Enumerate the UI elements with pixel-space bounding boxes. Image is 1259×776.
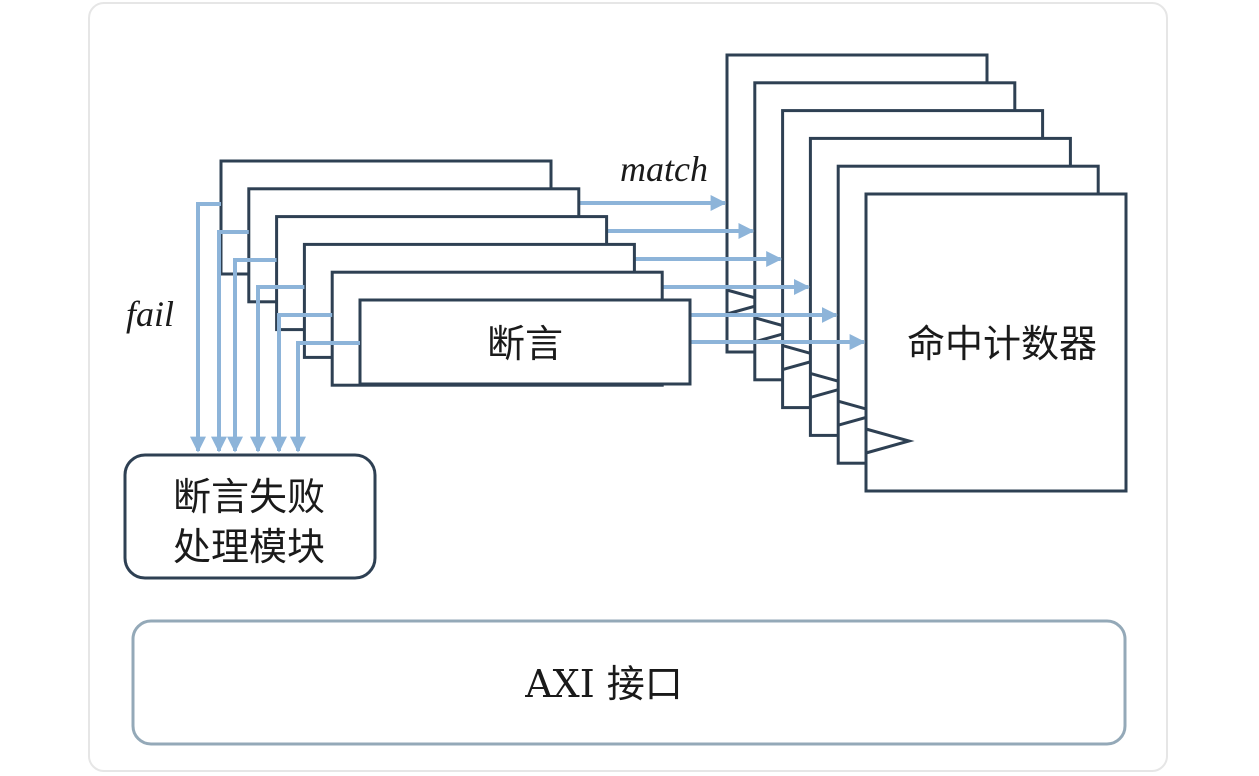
fail-arrow: [271, 313, 333, 453]
fail-arrow: [211, 230, 249, 453]
fail-arrow: [290, 341, 360, 453]
assertion-box: [358, 298, 692, 386]
fail-label: fail: [126, 294, 174, 334]
fail-handler-box: [123, 453, 377, 580]
match-label: match: [620, 149, 708, 189]
fail-arrow: [190, 202, 221, 453]
fail-arrow: [250, 285, 305, 453]
fail-arrows: [190, 202, 360, 453]
fail-handler-line2: 处理模块: [173, 525, 325, 569]
assertion-stack: [219, 159, 692, 387]
axi-interface-box: [131, 619, 1127, 746]
hit-counter-stack: [725, 53, 1128, 493]
hit-counter-label: 命中计数器: [907, 322, 1097, 366]
axi-interface-label: AXI 接口: [524, 662, 683, 706]
assertion-label: 断言: [487, 322, 563, 366]
match-arrows: [579, 195, 866, 350]
fail-handler-line1: 断言失败: [173, 475, 325, 519]
fail-arrow: [227, 258, 277, 453]
clock-triangle-icon: [865, 427, 915, 455]
